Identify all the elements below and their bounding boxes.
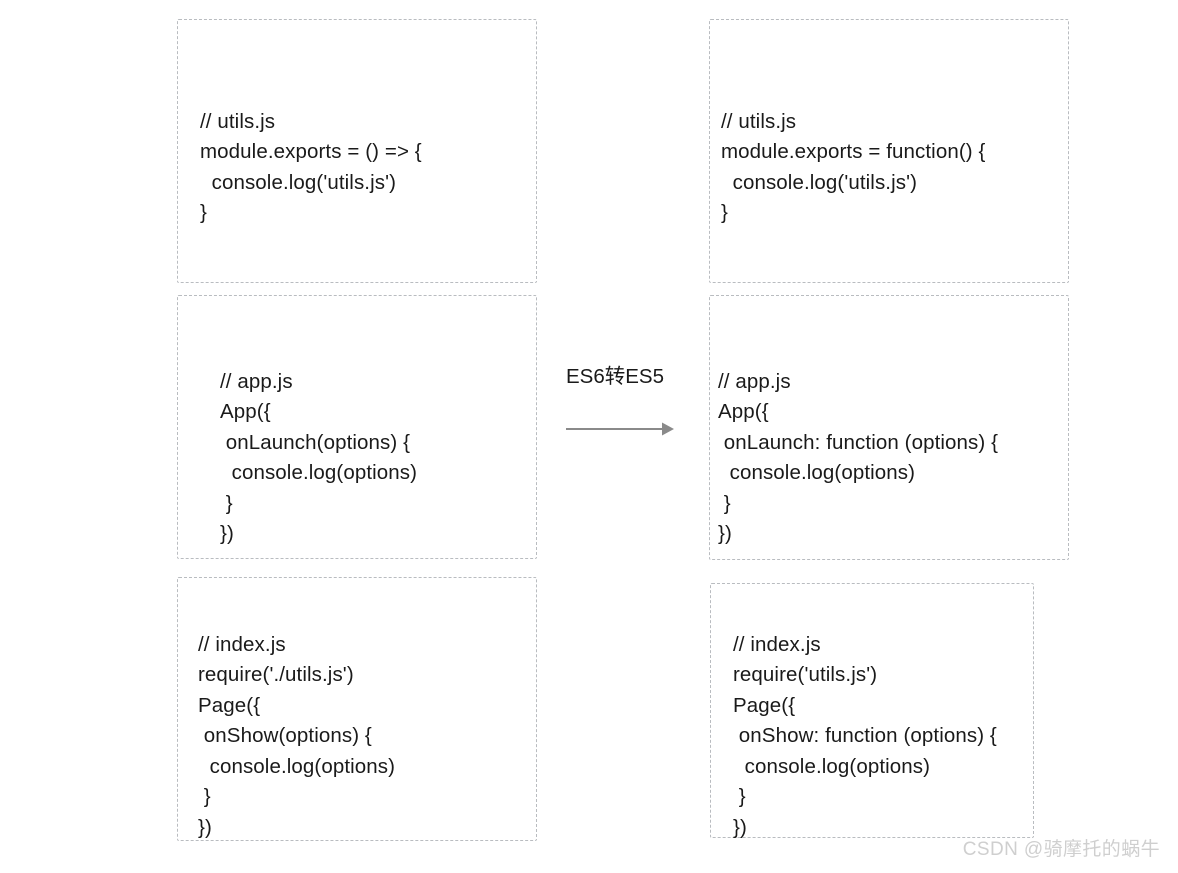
code-text-utils-es6: // utils.js module.exports = () => { con…	[200, 109, 422, 225]
code-text-utils-es5: // utils.js module.exports = function() …	[721, 109, 986, 225]
code-box-app-es5	[709, 295, 1069, 560]
watermark: CSDN @骑摩托的蜗牛	[962, 839, 1160, 860]
code-text-index-es6: // index.js require('./utils.js') Page({…	[198, 632, 396, 839]
code-text-app-es6: // app.js App({ onLaunch(options) { cons…	[220, 369, 418, 546]
code-box-index-es5	[710, 583, 1034, 838]
code-box-utils-es5	[709, 19, 1069, 283]
code-text-index-es5: // index.js require('utils.js') Page({ o…	[733, 632, 997, 839]
code-text-app-es5: // app.js App({ onLaunch: function (opti…	[718, 369, 999, 546]
transform-label: ES6转ES5	[566, 365, 664, 388]
code-box-utils-es6	[177, 19, 537, 283]
arrow-right-icon	[564, 415, 676, 443]
code-box-app-es6	[177, 295, 537, 559]
code-box-index-es6	[177, 577, 537, 841]
